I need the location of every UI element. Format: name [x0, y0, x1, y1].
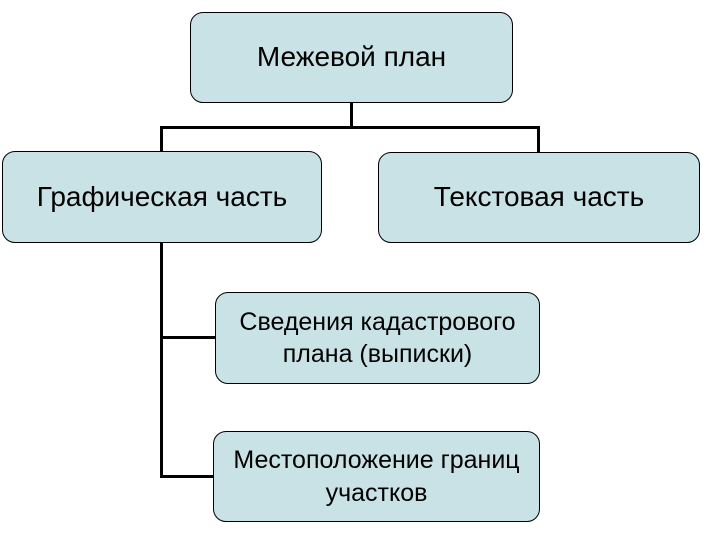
node-graphic-part: Графическая часть: [2, 151, 322, 243]
connector-branch-horizontal: [160, 126, 540, 129]
connector-graphic-trunk-vertical: [160, 243, 163, 478]
connector-elbow-boundaries-horizontal: [160, 475, 216, 478]
connector-drop-right-vertical: [537, 126, 540, 153]
connector-drop-left-vertical: [160, 126, 163, 152]
node-boundaries-label: Местоположение границ участков: [233, 446, 520, 507]
node-cadastral-info-label: Сведения кадастрового плана (выписки): [239, 307, 516, 369]
node-text-part: Текстовая часть: [378, 152, 700, 243]
node-graphic-part-label: Графическая часть: [36, 180, 288, 212]
node-root: Межевой план: [190, 12, 513, 103]
connector-elbow-cadastral-horizontal: [160, 336, 216, 339]
node-root-label: Межевой план: [256, 41, 447, 73]
connector-root-trunk-vertical: [350, 103, 353, 129]
node-cadastral-info: Сведения кадастрового плана (выписки): [215, 292, 540, 384]
node-boundaries: Местоположение границ участков: [213, 431, 540, 522]
node-text-part-label: Текстовая часть: [433, 181, 645, 213]
